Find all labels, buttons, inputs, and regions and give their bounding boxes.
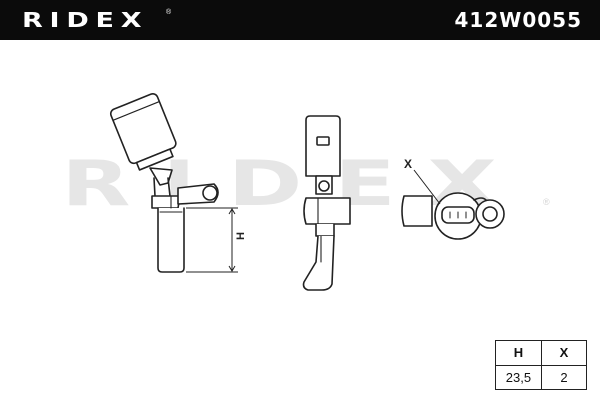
watermark-registered-mark: ® xyxy=(543,197,550,207)
dimensions-header-x: X xyxy=(540,340,588,366)
sensor-side-view xyxy=(302,115,351,291)
dimensions-value-row: 23,5 2 xyxy=(495,364,588,390)
dimension-x-leader xyxy=(413,169,441,205)
brand-logo: RIDEX xyxy=(22,8,149,32)
dimensions-header-row: H X xyxy=(495,340,588,366)
dimension-h-line xyxy=(186,207,238,273)
dimension-x-label: X xyxy=(404,157,412,171)
registered-mark: ® xyxy=(166,9,172,16)
dimensions-value-h: 23,5 xyxy=(495,364,542,390)
technical-drawing: RIDEX ® xyxy=(61,93,550,291)
dimensions-value-x: 2 xyxy=(540,364,588,390)
sensor-angled-view xyxy=(109,93,219,273)
part-number: 412W0055 xyxy=(454,8,582,32)
dimensions-header-h: H xyxy=(495,340,542,366)
dimensions-table: H X 23,5 2 xyxy=(495,340,588,390)
dimension-h-label: H xyxy=(235,232,247,240)
sensor-front-view xyxy=(401,192,505,240)
header-bar: RIDEX ® 412W0055 xyxy=(0,0,600,40)
